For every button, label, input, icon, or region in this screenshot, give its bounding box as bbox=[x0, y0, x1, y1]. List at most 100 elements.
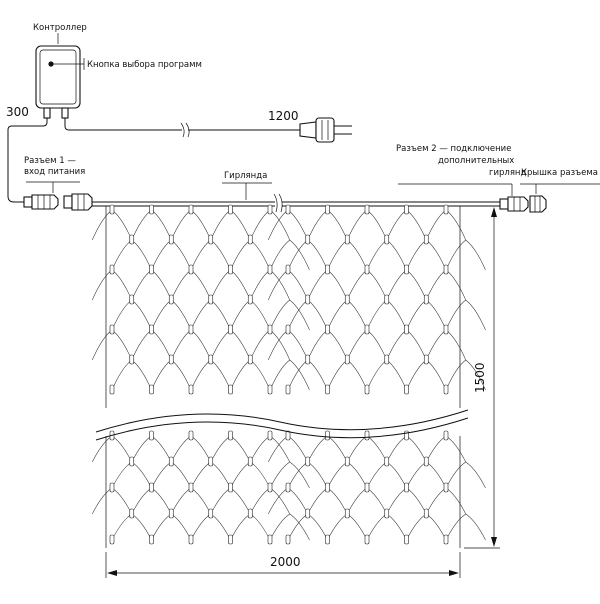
bulb-icon bbox=[188, 430, 194, 441]
mesh-strand bbox=[170, 209, 212, 241]
bulb-icon bbox=[149, 534, 154, 545]
bulb-icon bbox=[149, 204, 154, 215]
bulb-icon bbox=[344, 508, 350, 519]
bulb-icon bbox=[364, 204, 370, 215]
bulb-icon bbox=[285, 482, 291, 493]
mesh-strand bbox=[386, 209, 427, 241]
connector-2-label-line2: дополнительных bbox=[438, 156, 514, 166]
bulb-icon bbox=[228, 264, 233, 275]
connector-1-label-line2: вход питания bbox=[24, 167, 85, 177]
bulb-icon bbox=[247, 234, 253, 245]
bulb-icon bbox=[168, 456, 174, 467]
mesh-strand bbox=[327, 359, 368, 391]
bulb-icon bbox=[325, 204, 330, 215]
bulb-icon bbox=[247, 456, 253, 467]
bulb-icon bbox=[267, 482, 273, 493]
mesh-strand bbox=[327, 239, 368, 271]
bulb-icon bbox=[423, 294, 429, 305]
bulb-icon bbox=[364, 482, 370, 493]
bulb-icon bbox=[188, 384, 194, 395]
net-break-wave-bottom bbox=[95, 417, 469, 441]
mesh-strand bbox=[406, 239, 447, 271]
bulb-icon bbox=[188, 204, 194, 215]
mesh-strand bbox=[307, 269, 348, 301]
mesh-strand bbox=[366, 359, 407, 391]
width-arrow-left bbox=[107, 570, 117, 576]
power-plug-icon bbox=[299, 117, 352, 143]
mesh-strand bbox=[170, 269, 212, 301]
bulb-icon bbox=[443, 430, 449, 441]
bulb-icon bbox=[168, 508, 174, 519]
connector-cap-icon bbox=[529, 195, 547, 213]
bulb-icon bbox=[285, 430, 291, 441]
bulb-icon bbox=[325, 384, 330, 395]
bulb-icon bbox=[364, 324, 370, 335]
mesh-strand bbox=[190, 359, 231, 391]
bulb-icon bbox=[109, 384, 115, 395]
bulb-icon bbox=[384, 294, 390, 305]
bulb-icon bbox=[129, 234, 135, 245]
bulb-icon bbox=[129, 354, 135, 365]
bulb-icon bbox=[305, 456, 311, 467]
bulb-icon bbox=[228, 482, 233, 493]
mesh-strand bbox=[366, 299, 407, 331]
bulb-icon bbox=[208, 234, 214, 245]
bulb-icon bbox=[228, 534, 233, 545]
bulb-icon bbox=[188, 264, 194, 275]
bulb-icon bbox=[344, 234, 350, 245]
bulb-icon bbox=[208, 294, 214, 305]
bulb-icon bbox=[267, 534, 273, 545]
bulb-icon bbox=[285, 264, 291, 275]
height-dimension: 1500 bbox=[473, 362, 487, 393]
bulb-icon bbox=[247, 294, 253, 305]
bulb-icon bbox=[404, 264, 409, 275]
bulb-icon bbox=[404, 204, 409, 215]
bulb-icon bbox=[443, 534, 449, 545]
mesh-strand bbox=[131, 329, 172, 361]
bulb-icon bbox=[208, 456, 214, 467]
mesh-strand bbox=[230, 359, 271, 391]
controller-cable-length: 300 bbox=[6, 105, 29, 119]
bulb-icon bbox=[384, 456, 390, 467]
mesh-strand bbox=[91, 209, 133, 241]
bulb-icon bbox=[228, 204, 233, 215]
mesh-strand bbox=[190, 239, 231, 271]
mesh-strand bbox=[307, 209, 348, 241]
bulb-icon bbox=[325, 430, 330, 441]
bulb-icon bbox=[267, 264, 273, 275]
bulb-icon bbox=[305, 508, 311, 519]
bulb-icon bbox=[247, 354, 253, 365]
bulb-icon bbox=[404, 482, 409, 493]
bulb-icon bbox=[109, 324, 115, 335]
bulb-icon bbox=[149, 430, 154, 441]
bulb-icon bbox=[305, 294, 311, 305]
bulb-icon bbox=[168, 354, 174, 365]
bulb-icon bbox=[285, 534, 291, 545]
mesh-strand bbox=[445, 239, 486, 271]
bulb-icon bbox=[208, 508, 214, 519]
mesh-strand bbox=[151, 239, 192, 271]
bulb-icon bbox=[404, 430, 409, 441]
mesh-strand bbox=[445, 299, 486, 331]
height-arrow-bottom bbox=[491, 537, 497, 547]
bulb-icon bbox=[285, 324, 291, 335]
bulb-icon bbox=[267, 430, 273, 441]
mesh-strand bbox=[190, 299, 231, 331]
mesh-strand bbox=[151, 359, 192, 391]
mesh-strand bbox=[111, 359, 152, 391]
mesh-strand bbox=[230, 239, 271, 271]
mesh-strand bbox=[210, 329, 251, 361]
bulb-icon bbox=[188, 534, 194, 545]
program-button-label: Кнопка выбора программ bbox=[87, 60, 202, 70]
mesh-strand bbox=[170, 329, 212, 361]
bulb-icon bbox=[384, 234, 390, 245]
bulb-icon bbox=[404, 324, 409, 335]
bulb-icon bbox=[423, 456, 429, 467]
bulb-icon bbox=[384, 354, 390, 365]
mesh-strand bbox=[327, 299, 368, 331]
mesh-strand bbox=[386, 329, 427, 361]
bulb-icon bbox=[364, 264, 370, 275]
controller-cable bbox=[7, 118, 48, 203]
